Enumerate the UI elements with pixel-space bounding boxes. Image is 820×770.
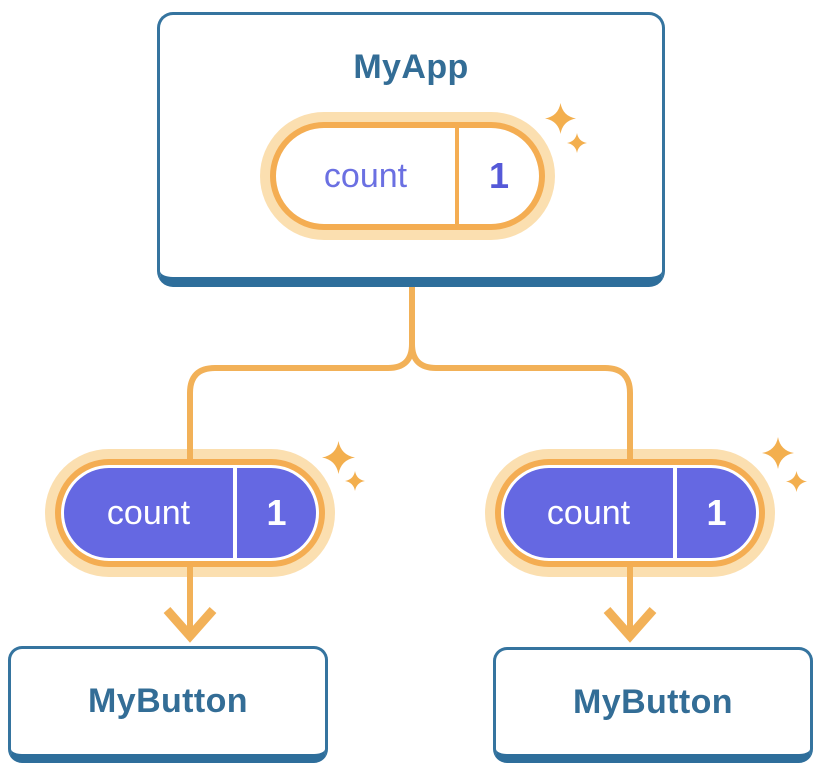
prop-label-right: count xyxy=(504,468,673,558)
prop-label-left: count xyxy=(64,468,233,558)
component-title-myapp: MyApp xyxy=(353,48,469,86)
component-title-mybutton-right: MyButton xyxy=(573,682,733,721)
component-title-mybutton-left: MyButton xyxy=(88,682,248,720)
connector-root-to-right xyxy=(409,287,633,468)
prop-value-left: 1 xyxy=(237,468,316,558)
connector-root-to-left xyxy=(187,287,415,468)
state-label: count xyxy=(323,156,408,195)
prop-pill-left: count 1 xyxy=(55,459,325,567)
pill-divider xyxy=(455,128,459,224)
sparkle-large-icon xyxy=(322,441,355,474)
sparkle-large-icon xyxy=(545,103,576,134)
sparkle-small-icon xyxy=(345,471,365,491)
sparkle-small-icon xyxy=(786,471,807,492)
arrowhead-down-right-icon xyxy=(603,607,657,643)
sparkle-large-icon xyxy=(762,437,794,469)
state-pill-root: count 1 xyxy=(270,122,545,230)
prop-pill-right: count 1 xyxy=(495,459,765,567)
sparkle-small-icon xyxy=(567,133,587,153)
arrowhead-down-left-icon xyxy=(163,607,217,643)
prop-value-right: 1 xyxy=(677,468,756,558)
component-card-mybutton-right: MyButton xyxy=(493,647,813,763)
state-value: 1 xyxy=(488,155,510,196)
component-card-mybutton-left: MyButton xyxy=(8,646,328,763)
